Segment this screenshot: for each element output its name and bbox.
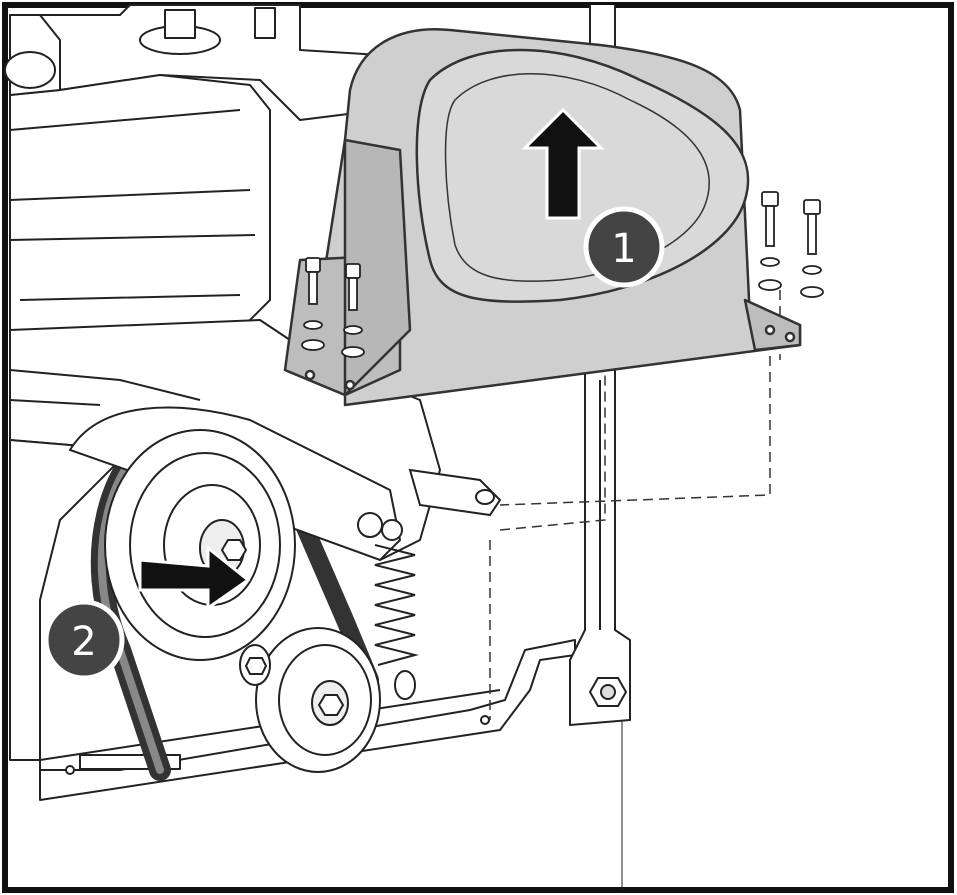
bracket-bolt <box>588 677 628 707</box>
cover-bolts-right <box>758 191 824 298</box>
belt-cover <box>283 28 802 407</box>
up-arrow-icon <box>521 107 605 220</box>
cover-bolts-left <box>301 257 365 358</box>
engine-tab <box>408 468 502 517</box>
vertical-bracket <box>569 370 631 890</box>
large-pulley <box>104 429 296 661</box>
right-arrow-icon <box>138 544 251 611</box>
step-1-label: 1 <box>611 226 636 272</box>
tension-spring <box>357 512 419 700</box>
idler-pulley <box>239 627 381 773</box>
step-2-badge: 2 <box>43 599 125 681</box>
step-2-label: 2 <box>71 619 96 665</box>
step-1-badge: 1 <box>583 206 665 288</box>
